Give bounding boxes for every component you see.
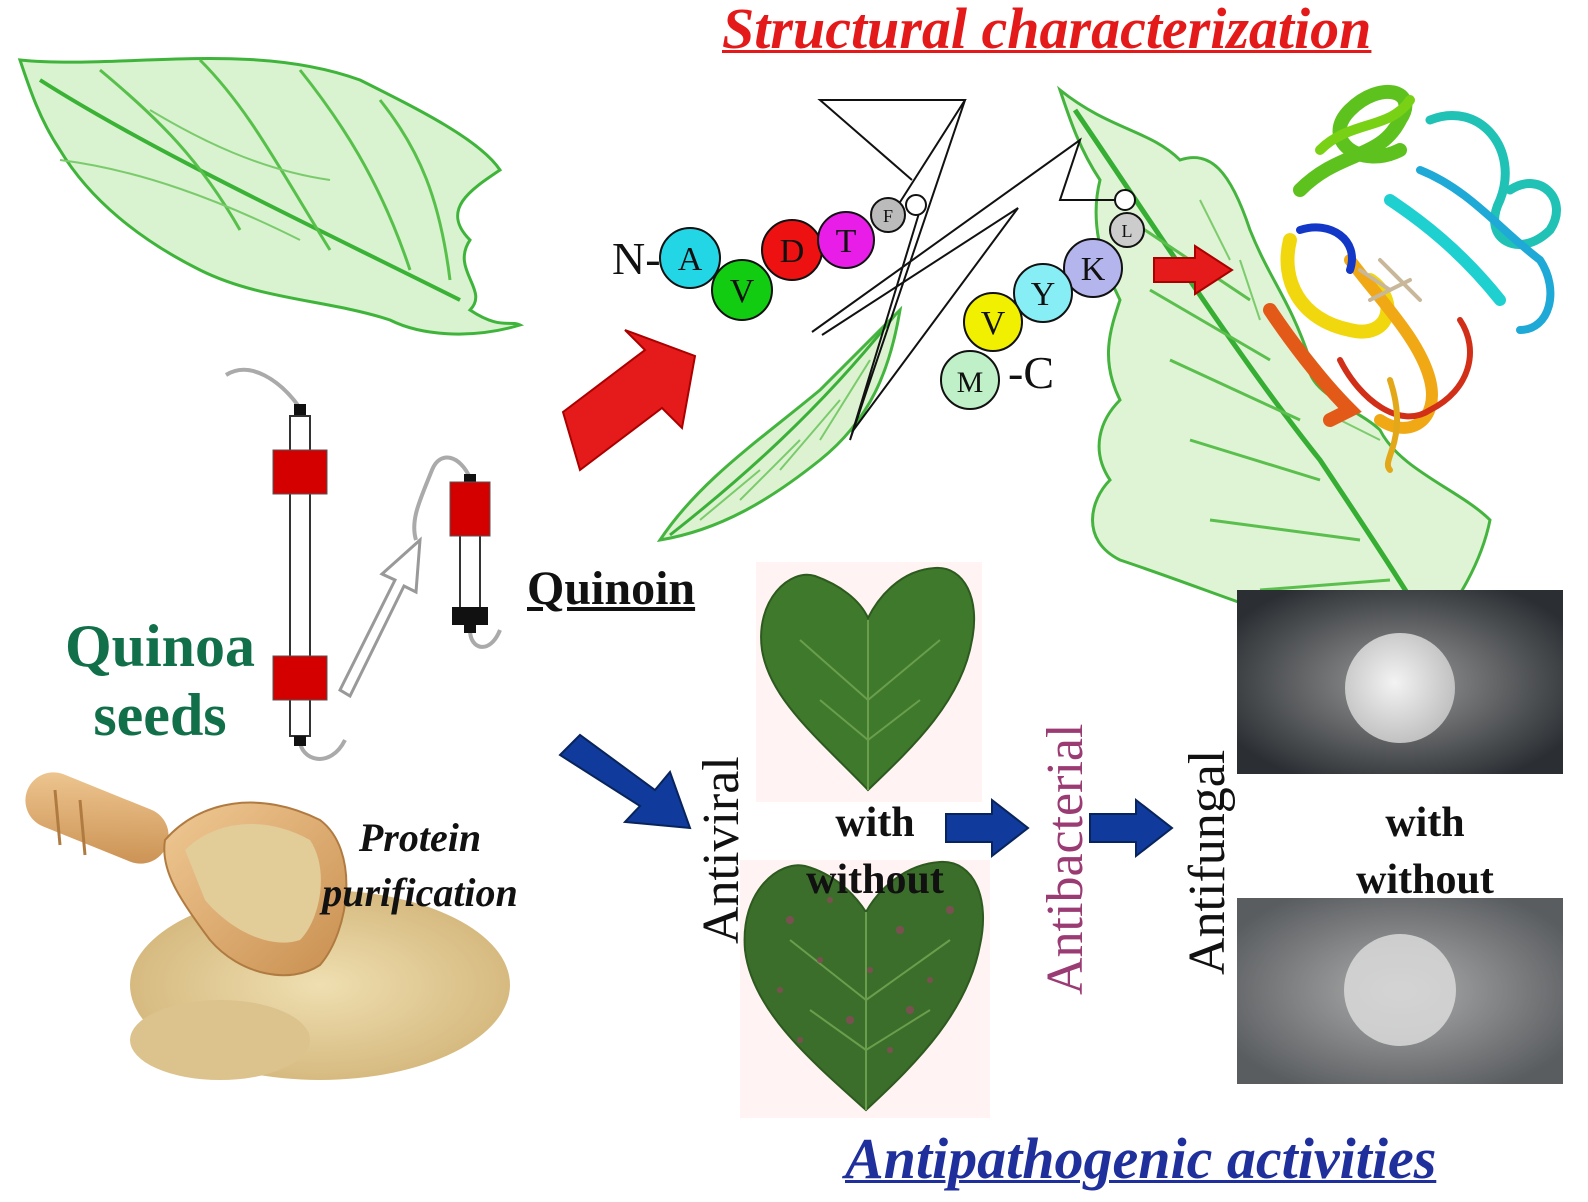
antipathogenic-activities-title: Antipathogenic activities bbox=[845, 1126, 1437, 1191]
chromatography-column-large bbox=[224, 367, 347, 761]
protein-ribbon-structure bbox=[1263, 85, 1561, 473]
antibacterial-label: Antibacterial bbox=[1037, 723, 1094, 995]
antifungal-with-without: with without bbox=[1325, 795, 1525, 908]
antifungal-label: Antifungal bbox=[1179, 749, 1236, 975]
transfer-arrow bbox=[338, 536, 422, 699]
protein-line1: Protein bbox=[358, 815, 482, 860]
bean-leaf-photo-without bbox=[740, 860, 990, 1118]
blue-arrow-to-antifungal bbox=[1089, 797, 1174, 859]
antifungal-with: with bbox=[1385, 800, 1465, 846]
blue-arrow-to-antiviral bbox=[558, 733, 692, 830]
red-arrow-to-ribbon bbox=[1153, 244, 1234, 296]
leaf-sketch-center bbox=[656, 305, 903, 543]
residue-n2: V bbox=[730, 273, 755, 310]
n-terminus-label: N- bbox=[612, 233, 661, 284]
residue-c5: M bbox=[957, 366, 984, 399]
peptide-chain-zigzag bbox=[811, 99, 1118, 441]
bean-leaf-photo-with bbox=[756, 562, 982, 802]
quinoa-seeds-label: Quinoa seeds bbox=[50, 612, 270, 750]
antiviral-with: with bbox=[835, 800, 915, 846]
wooden-scoop-with-seeds bbox=[25, 772, 510, 1080]
residues-c-terminus bbox=[940, 189, 1145, 410]
protein-line2: purification bbox=[322, 870, 518, 916]
chromatography-column-small bbox=[412, 455, 502, 649]
antifungal-without: without bbox=[1356, 856, 1494, 903]
structural-characterization-title: Structural characterization bbox=[722, 0, 1372, 61]
residue-n3: D bbox=[780, 233, 805, 270]
leaf-sketch-top-left bbox=[17, 56, 525, 336]
residues-n-terminus bbox=[659, 194, 927, 321]
protein-purification-label: Protein purification bbox=[285, 810, 555, 920]
residue-c3: Y bbox=[1031, 276, 1056, 313]
fungal-culture-photo-without bbox=[1237, 898, 1563, 1084]
fungal-culture-photo-with bbox=[1237, 590, 1563, 774]
leaf-sketch-right bbox=[1056, 85, 1492, 646]
red-arrow-to-structure bbox=[561, 329, 697, 472]
antiviral-with-without: with without bbox=[775, 795, 975, 908]
quinoa-line1: Quinoa bbox=[64, 613, 256, 679]
quinoin-label: Quinoin bbox=[527, 562, 696, 615]
residue-n5: F bbox=[883, 206, 893, 226]
antiviral-label: Antiviral bbox=[693, 756, 750, 944]
residue-n4: T bbox=[836, 223, 857, 260]
residue-n1: A bbox=[678, 241, 703, 278]
quinoa-line2: seeds bbox=[93, 682, 227, 748]
residue-c4: V bbox=[981, 305, 1006, 342]
residue-c1: L bbox=[1122, 221, 1133, 241]
residue-c2: K bbox=[1081, 251, 1106, 288]
antiviral-without: without bbox=[806, 856, 944, 903]
blue-arrow-to-antibacterial bbox=[945, 797, 1030, 859]
c-terminus-label: -C bbox=[1008, 347, 1054, 398]
